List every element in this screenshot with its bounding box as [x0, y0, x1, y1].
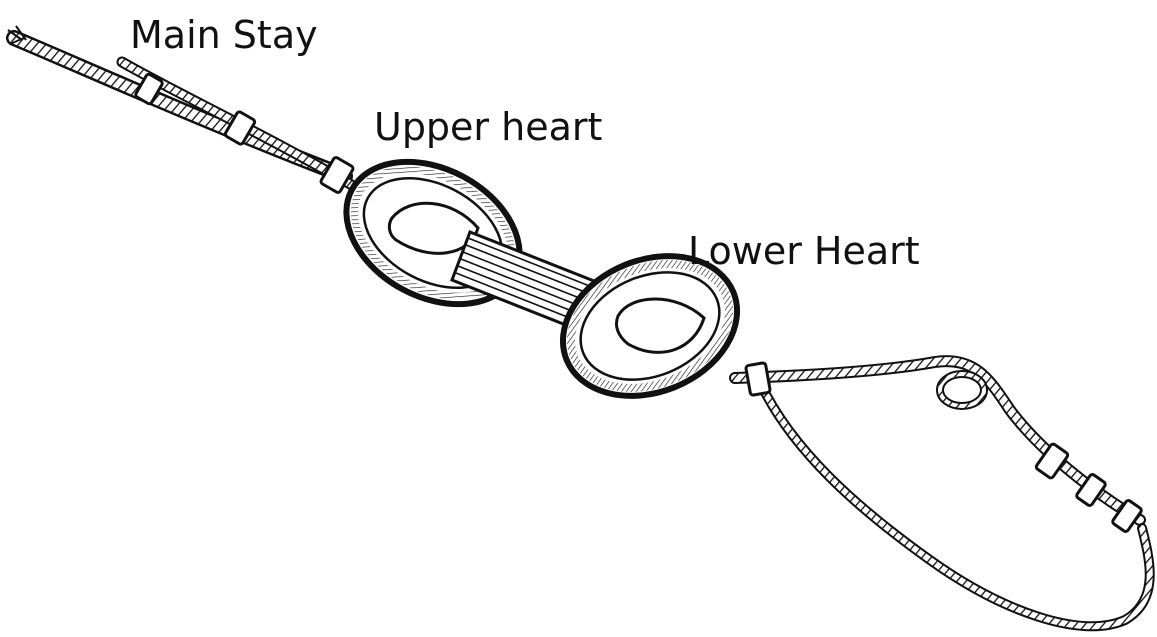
lower-heart-label: Lower Heart: [688, 232, 920, 270]
upper-heart-label: Upper heart: [374, 108, 602, 146]
main-stay-label: Main Stay: [130, 16, 318, 54]
